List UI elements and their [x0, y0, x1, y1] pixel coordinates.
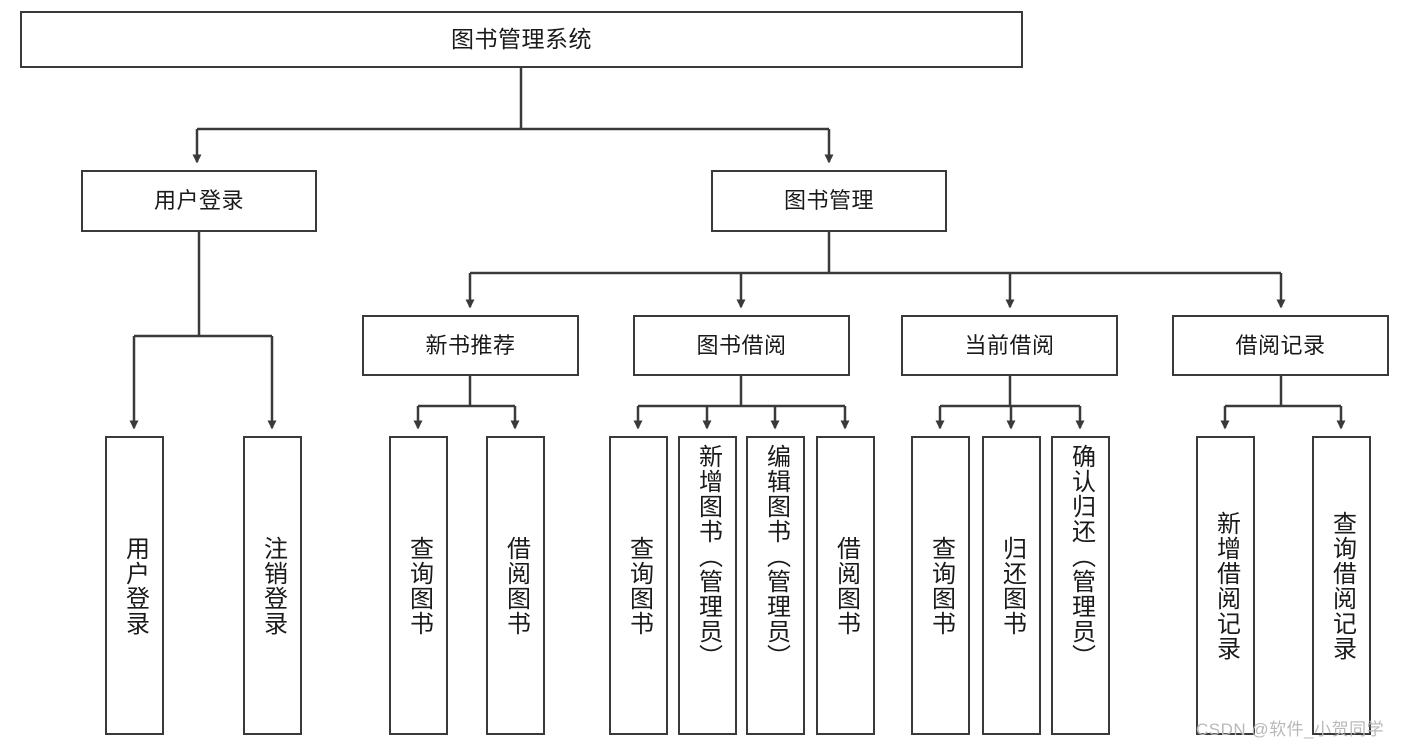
leaf-add-borrow-record[interactable]: 新增借阅记录	[1196, 436, 1255, 735]
node-new-book-recommend[interactable]: 新书推荐	[362, 315, 579, 376]
leaf-user-login[interactable]: 用户登录	[105, 436, 164, 735]
leaf-add-book-admin[interactable]: 新增图书（管理员）	[678, 436, 737, 735]
leaf-edit-book-admin[interactable]: 编辑图书（管理员）	[746, 436, 805, 735]
leaf-query-book-2[interactable]: 查询图书	[609, 436, 668, 735]
node-root-system-label: 图书管理系统	[451, 26, 592, 53]
node-book-manage[interactable]: 图书管理	[711, 170, 947, 232]
node-user-login-label: 用户登录	[153, 188, 244, 214]
leaf-borrow-book-1[interactable]: 借阅图书	[486, 436, 545, 735]
node-current-borrow-label: 当前借阅	[964, 332, 1055, 358]
csdn-watermark: CSDN @软件_小贺同学	[1196, 720, 1385, 739]
node-borrow-record-label: 借阅记录	[1235, 332, 1326, 358]
node-book-borrow[interactable]: 图书借阅	[633, 315, 850, 376]
leaf-borrow-book-2[interactable]: 借阅图书	[816, 436, 875, 735]
leaf-query-book-3[interactable]: 查询图书	[911, 436, 970, 735]
leaf-add-borrow-record-label: 新增借阅记录	[1212, 510, 1240, 661]
leaf-logout-login[interactable]: 注销登录	[243, 436, 302, 735]
node-user-login[interactable]: 用户登录	[81, 170, 317, 232]
node-borrow-record[interactable]: 借阅记录	[1172, 315, 1389, 376]
node-book-manage-label: 图书管理	[783, 188, 874, 214]
leaf-add-book-admin-label: 新增图书（管理员）	[694, 444, 722, 669]
leaf-query-book-1[interactable]: 查询图书	[389, 436, 448, 735]
node-new-book-recommend-label: 新书推荐	[425, 332, 516, 358]
leaf-confirm-return-admin[interactable]: 确认归还（管理员）	[1051, 436, 1110, 735]
leaf-borrow-book-1-label: 借阅图书	[502, 535, 530, 636]
node-book-borrow-label: 图书借阅	[696, 332, 787, 358]
leaf-query-borrow-record[interactable]: 查询借阅记录	[1312, 436, 1371, 735]
leaf-logout-login-label: 注销登录	[259, 535, 287, 636]
node-current-borrow[interactable]: 当前借阅	[901, 315, 1118, 376]
leaf-query-book-3-label: 查询图书	[927, 535, 955, 636]
leaf-return-book[interactable]: 归还图书	[982, 436, 1041, 735]
node-root-system[interactable]: 图书管理系统	[20, 11, 1023, 68]
leaf-user-login-label: 用户登录	[121, 535, 149, 636]
leaf-edit-book-admin-label: 编辑图书（管理员）	[762, 444, 790, 669]
leaf-borrow-book-2-label: 借阅图书	[832, 535, 860, 636]
leaf-query-book-2-label: 查询图书	[625, 535, 653, 636]
leaf-query-borrow-record-label: 查询借阅记录	[1328, 510, 1356, 661]
leaf-query-book-1-label: 查询图书	[405, 535, 433, 636]
leaf-confirm-return-admin-label: 确认归还（管理员）	[1067, 444, 1095, 669]
leaf-return-book-label: 归还图书	[998, 535, 1026, 636]
